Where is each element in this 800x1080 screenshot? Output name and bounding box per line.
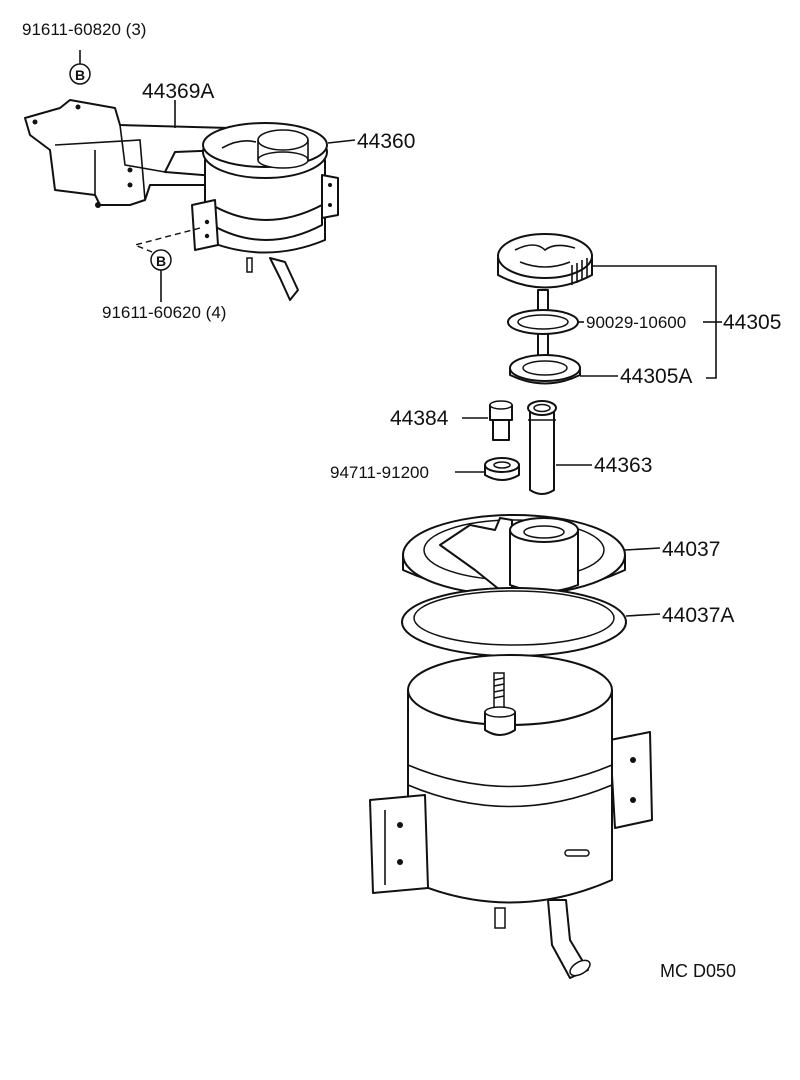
reservoir-body <box>369 654 653 979</box>
gasket-90029-10600 <box>507 309 579 335</box>
gasket-44037a <box>401 587 627 657</box>
label-44360: 44360 <box>357 130 415 153</box>
diagram-code: MC D050 <box>660 961 736 981</box>
callout-b-top: B <box>69 63 91 85</box>
label-90029-10600: 90029-10600 <box>586 313 686 332</box>
label-44305: 44305 <box>723 311 781 334</box>
svg-text:B: B <box>156 253 166 269</box>
label-91611-60820: 91611-60820 (3) <box>22 20 146 39</box>
washer-44305a <box>509 354 581 385</box>
svg-text:B: B <box>75 67 85 83</box>
cover-44037 <box>402 514 626 596</box>
bracket-assembly-group <box>24 99 339 301</box>
label-91611-60620: 91611-60620 (4) <box>102 303 226 322</box>
cap-44305 <box>497 233 593 361</box>
label-44384: 44384 <box>390 407 449 430</box>
nut-94711-91200 <box>484 457 520 481</box>
bracket-44369a <box>24 99 231 206</box>
label-44037a: 44037A <box>662 604 734 627</box>
label-94711-91200: 94711-91200 <box>330 463 429 482</box>
label-44363: 44363 <box>594 454 652 477</box>
fitting-44384 <box>489 400 513 441</box>
callout-b-bottom: B <box>150 249 172 271</box>
label-44369a: 44369A <box>142 80 214 103</box>
pipe-44363 <box>527 400 557 495</box>
label-44037: 44037 <box>662 538 720 561</box>
label-44305a: 44305A <box>620 365 692 388</box>
